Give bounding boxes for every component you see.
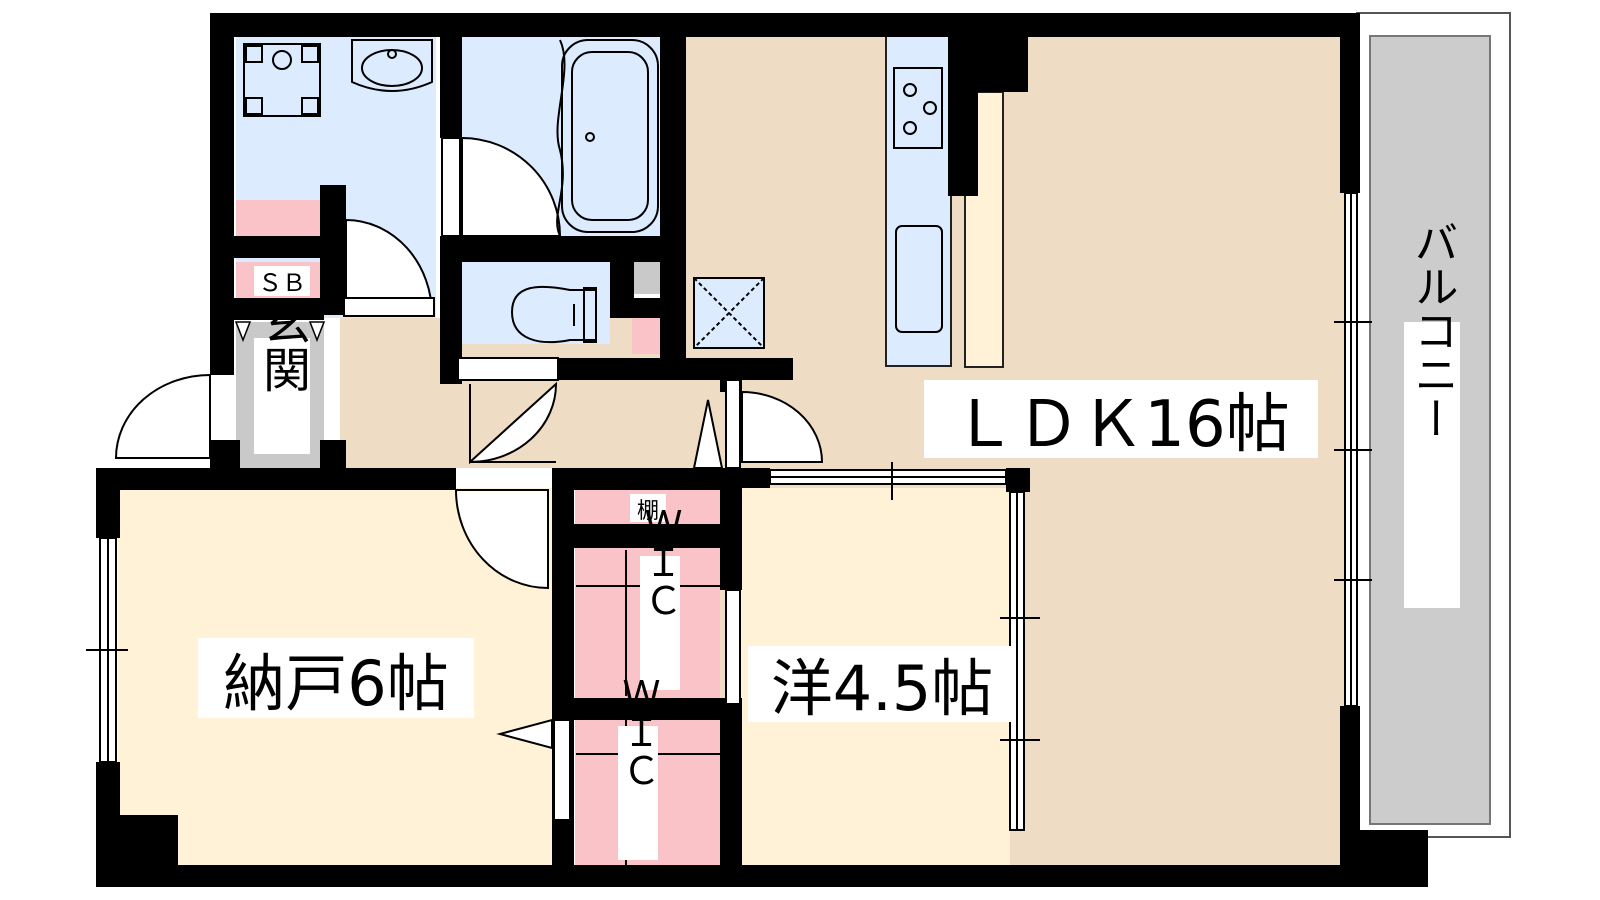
doors xyxy=(114,136,824,590)
shelf-label: 棚 xyxy=(637,499,659,524)
shelf-label-bg xyxy=(630,494,666,522)
toilet-floor xyxy=(460,262,610,344)
wic-upper-label-bg xyxy=(640,556,680,690)
refrigerator xyxy=(693,277,765,349)
wic-upper-label: ＷＩＣ xyxy=(638,505,682,619)
linen-shelf xyxy=(236,200,324,238)
toilet xyxy=(510,285,597,344)
door-frames xyxy=(343,137,741,821)
shoebox-door-marker-2 xyxy=(308,321,326,343)
shoebox-door-marker xyxy=(234,321,252,343)
wash-basin xyxy=(351,39,433,92)
walls xyxy=(96,13,1428,887)
entrance-label-bg xyxy=(254,338,310,454)
folding-door-marker-2 xyxy=(496,718,553,750)
ldk-label-bg xyxy=(924,380,1318,458)
kitchen-sink xyxy=(895,225,943,333)
sash-marks xyxy=(86,321,1372,741)
balcony-label-bg xyxy=(1404,322,1460,608)
wic-lower-label: ＷＩＣ xyxy=(616,675,660,789)
western-room-label: 洋4.5帖 xyxy=(771,652,994,725)
western-label-bg xyxy=(748,646,1016,722)
shoebox-label: ＳＢ xyxy=(258,269,306,297)
balcony-label: バルコニー xyxy=(1407,220,1458,440)
stove xyxy=(893,67,943,149)
bathtub xyxy=(556,39,659,237)
washing-machine xyxy=(243,43,321,117)
entrance-label: 玄関 xyxy=(254,297,310,393)
ldk-label: ＬＤＫ16帖 xyxy=(952,388,1289,462)
folding-door-marker xyxy=(692,399,724,469)
wic-lower-label-bg xyxy=(618,726,658,860)
windows xyxy=(99,192,1358,831)
storage-label-bg xyxy=(198,638,474,718)
storage-room-label: 納戸6帖 xyxy=(223,647,448,720)
shoebox-label-bg xyxy=(254,266,310,296)
pipe-space xyxy=(634,262,664,294)
